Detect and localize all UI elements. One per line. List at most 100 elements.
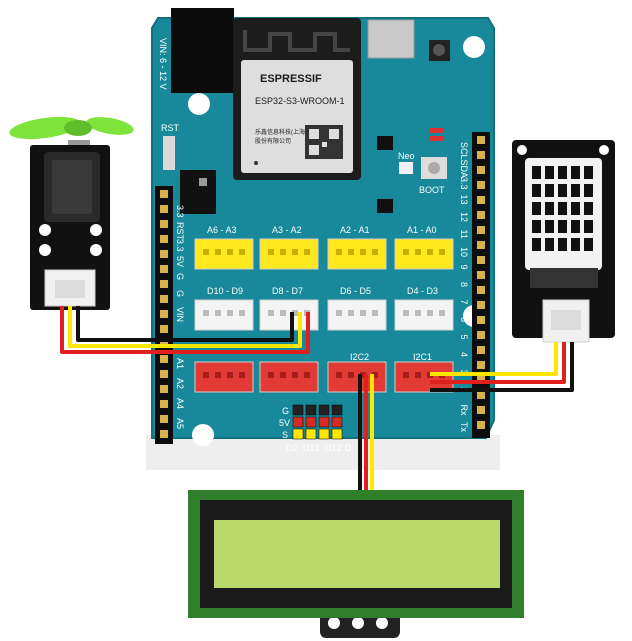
connector-pin: [427, 249, 433, 255]
connector-pin: [292, 249, 298, 255]
connector-label: D8 - D7: [272, 286, 303, 296]
lcd-pin: [352, 617, 364, 629]
i2c1-label: I2C1: [413, 352, 432, 362]
connector-pin: [203, 310, 209, 316]
header-pin: [292, 404, 304, 416]
power-connector-row: [194, 361, 454, 393]
connector-pin: [280, 249, 286, 255]
pin-hole: [160, 355, 168, 363]
connector-pin: [215, 372, 221, 378]
pin-hole: [477, 331, 485, 339]
module-maker-line1: 乐鑫信息科技(上海): [255, 128, 307, 136]
connector-pin: [372, 249, 378, 255]
header-col-label-d: D: [345, 443, 352, 453]
pin-hole: [160, 220, 168, 228]
header-pin: [305, 416, 317, 428]
pin-hole: [160, 370, 168, 378]
dht-vent: [584, 202, 593, 215]
connector-pin: [360, 249, 366, 255]
header-pin: [331, 428, 343, 440]
right-pin-label: 7: [459, 300, 469, 305]
pin-hole: [160, 385, 168, 393]
connector-pin: [239, 372, 245, 378]
dht-lower-body: [530, 268, 598, 288]
connector-pin: [268, 249, 274, 255]
connector-pin: [336, 310, 342, 316]
connector-pin: [227, 310, 233, 316]
pin-hole: [477, 151, 485, 159]
connector-pin: [415, 249, 421, 255]
left-analog-label: A5: [175, 418, 185, 429]
right-pin-label: 3.3: [459, 177, 469, 190]
connector-pin: [227, 372, 233, 378]
lcd-wire: [358, 374, 374, 490]
smd-chip: [377, 136, 393, 150]
module-brand: ESPRESSIF: [260, 73, 322, 85]
dht-vent: [532, 166, 541, 179]
left-pin-label: 3.3: [175, 239, 185, 252]
connector-pin: [304, 372, 310, 378]
pin-hole: [160, 250, 168, 258]
module-model: ESP32-S3-WROOM-1: [255, 96, 345, 106]
power-label: VIN: 6 - 12 V: [158, 38, 168, 90]
pin-hole: [477, 301, 485, 309]
dht-vent: [532, 238, 541, 251]
dht-wire: [430, 342, 574, 392]
dht-vent: [558, 184, 567, 197]
dht-vent: [558, 238, 567, 251]
smd-chip: [377, 199, 393, 213]
fan-hub: [64, 120, 92, 136]
voltage-regulator: [180, 170, 216, 214]
mount-hole: [188, 93, 210, 115]
fan-blade: [86, 117, 134, 135]
usb-port: [367, 19, 415, 59]
header-pin: [331, 416, 343, 428]
connector-pin: [292, 372, 298, 378]
pin-hole: [160, 205, 168, 213]
dht-vent: [558, 166, 567, 179]
fan-wire: [60, 306, 310, 354]
connector-label: A6 - A3: [207, 225, 237, 235]
connector-label: D4 - D3: [407, 286, 438, 296]
header-pin: [318, 428, 330, 440]
connector-label: A1 - A0: [407, 225, 437, 235]
connector-pin: [372, 372, 378, 378]
expansion-board: VIN: 6 - 12 V RST ESPRESSIF ESP32-S3-WRO…: [146, 8, 500, 470]
pin-hole: [477, 361, 485, 369]
mount-hole: [192, 424, 214, 446]
header-col-label-d12: D12: [325, 443, 342, 453]
dht-vent: [571, 202, 580, 215]
left-pin-label: RST: [175, 222, 185, 241]
left-analog-label: A1: [175, 358, 185, 369]
connector-pin: [203, 249, 209, 255]
right-pin-label: 9: [459, 265, 469, 270]
header-pin: [331, 404, 343, 416]
fan-motor-cap: [52, 160, 92, 214]
connector-pin: [348, 249, 354, 255]
connector-pin: [372, 310, 378, 316]
connector-label: A3 - A2: [272, 225, 302, 235]
dht-vent: [584, 184, 593, 197]
dht-vent: [571, 238, 580, 251]
right-pin-label: 6: [459, 317, 469, 322]
right-pin-label: 4: [459, 352, 469, 357]
right-pin-label: SDA: [459, 160, 469, 179]
right-pin-label: SCL: [459, 142, 469, 160]
connector-pin: [336, 372, 342, 378]
pin-hole: [160, 310, 168, 318]
connector-pin: [348, 372, 354, 378]
fan-mount-hole: [90, 224, 102, 236]
header-pin: [292, 416, 304, 428]
rst-label: RST: [161, 123, 180, 133]
pin-hole: [160, 325, 168, 333]
left-pin-label: 5V: [175, 256, 185, 267]
fan-connector-socket: [55, 280, 85, 298]
connector-pin: [415, 310, 421, 316]
dht-vent: [545, 238, 554, 251]
connector-pin: [427, 310, 433, 316]
boot-label: BOOT: [419, 185, 445, 195]
dc-power-jack: [171, 8, 234, 93]
left-analog-label: A2: [175, 378, 185, 389]
dht-vent: [584, 220, 593, 233]
